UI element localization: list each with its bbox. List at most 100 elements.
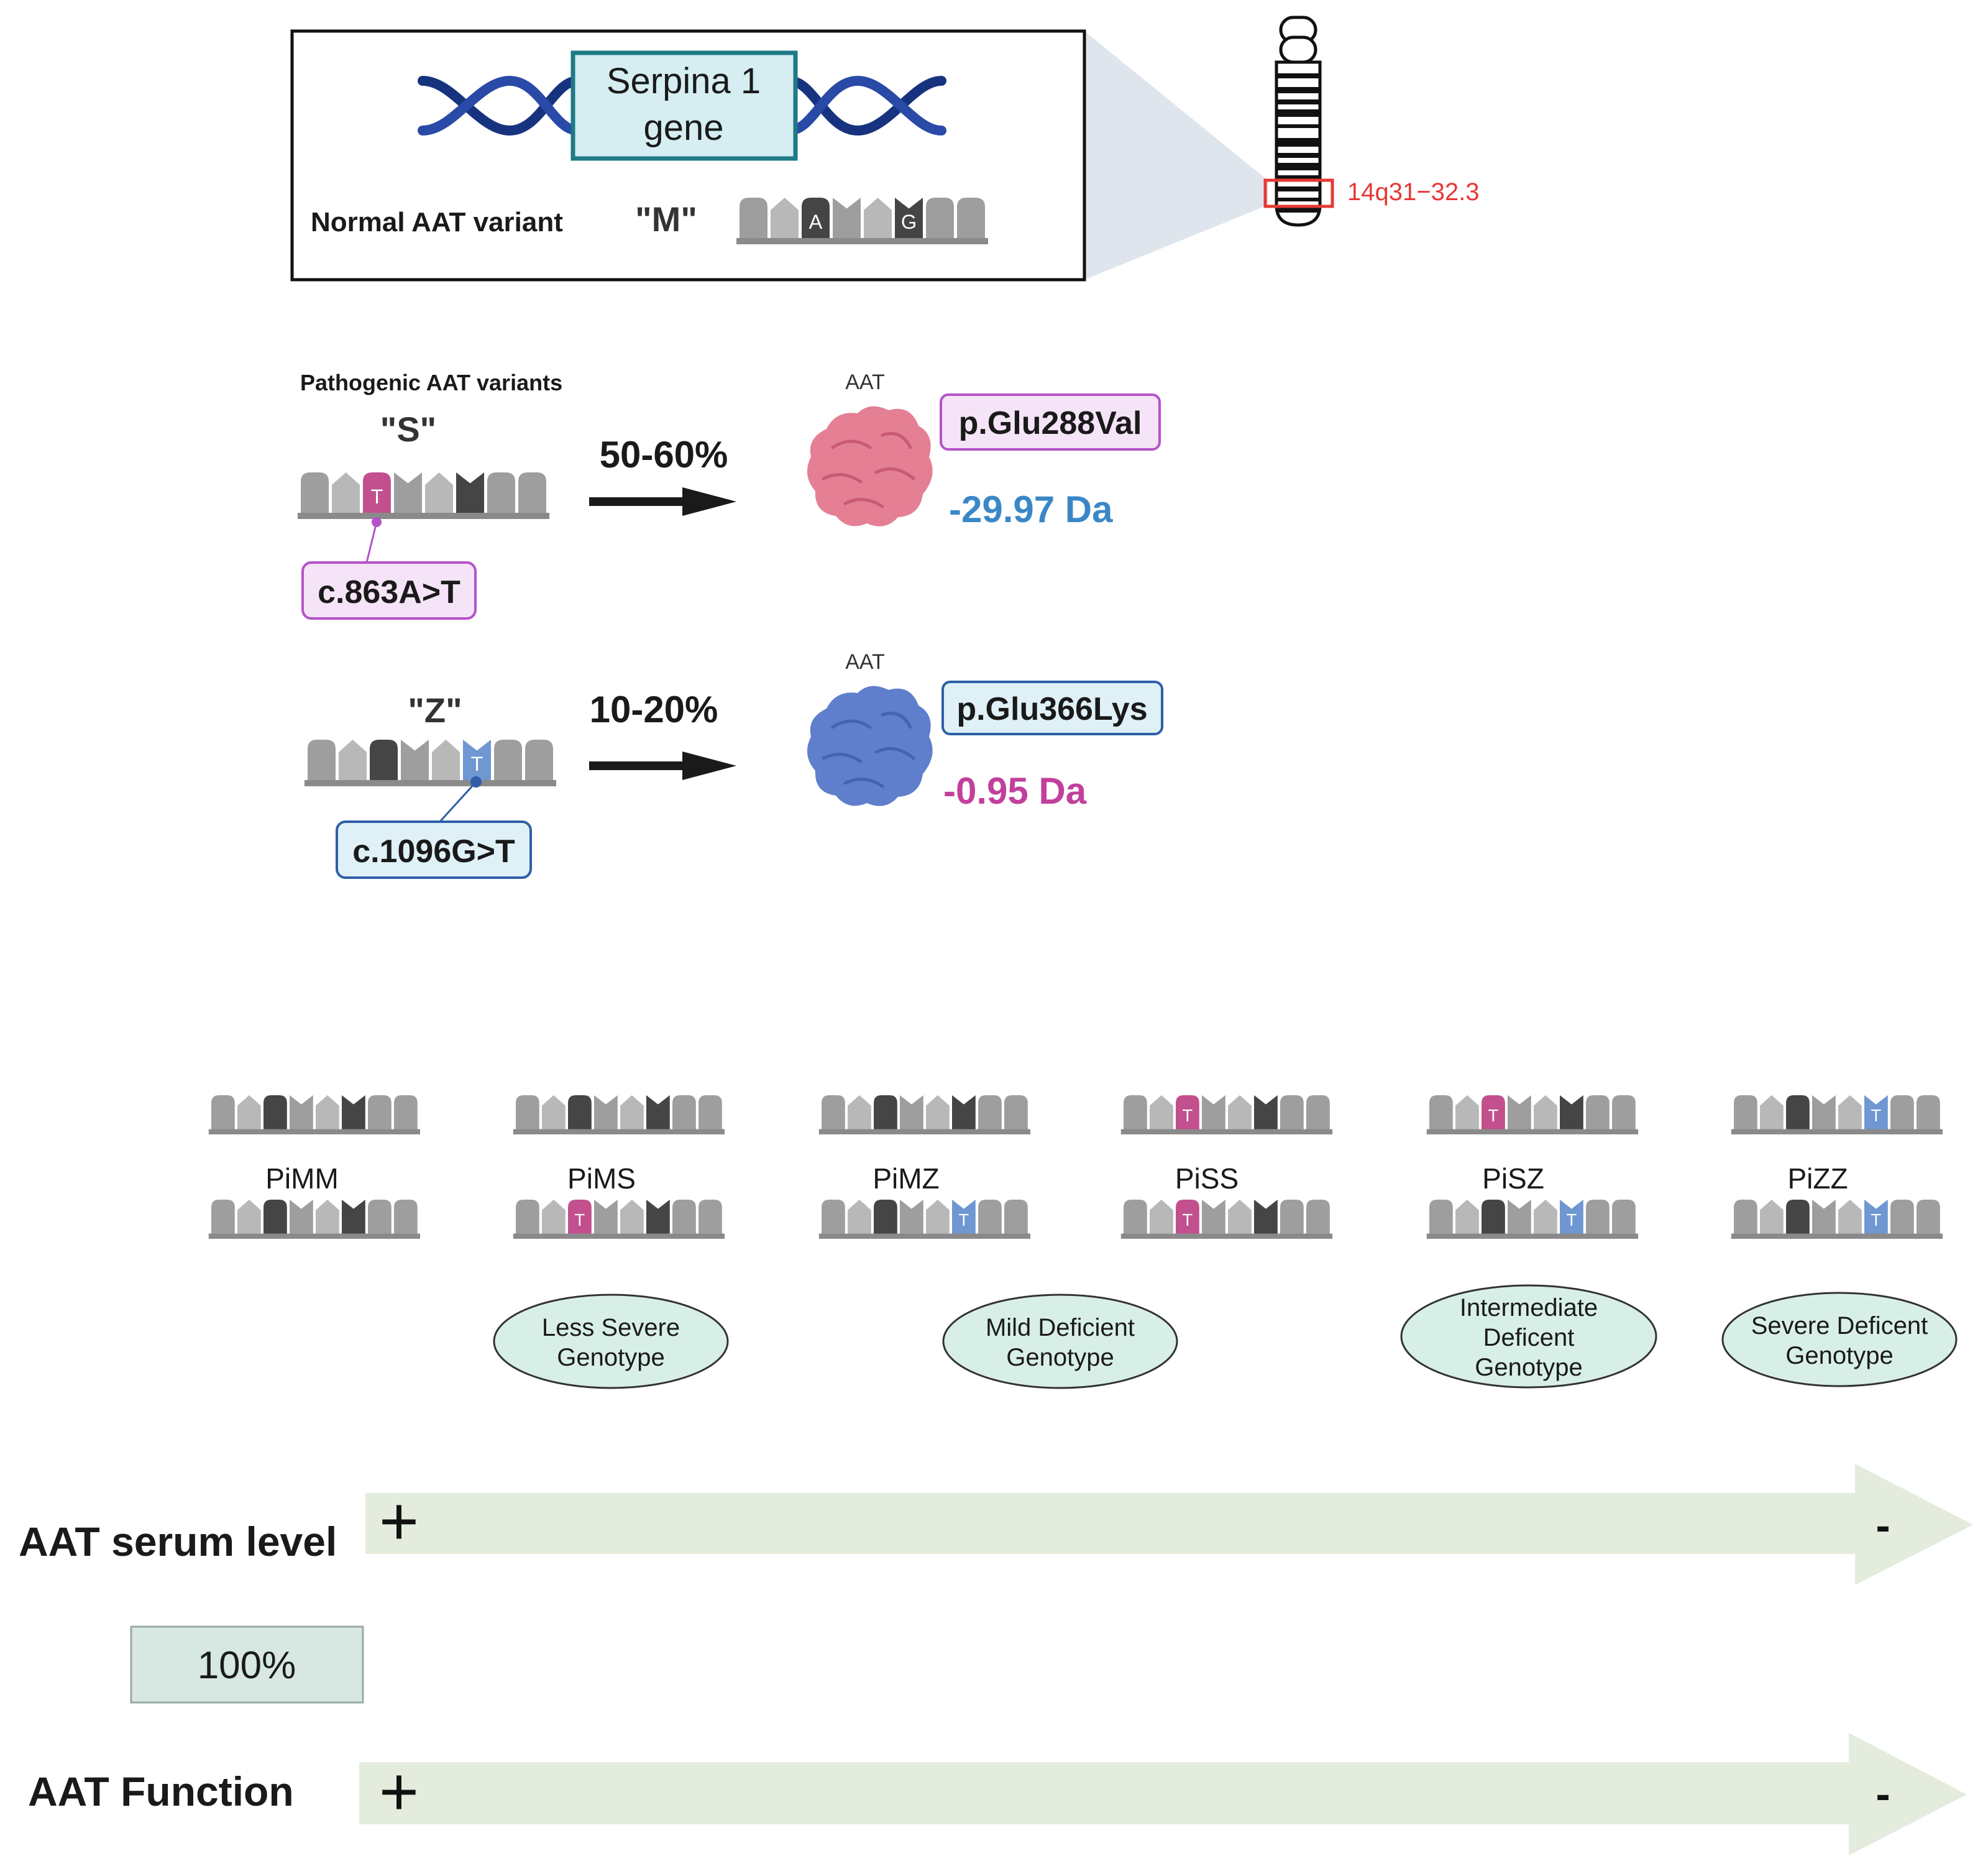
allele-base: [316, 1095, 339, 1132]
allele-base: [237, 1095, 261, 1132]
genotype-name: PiMM: [265, 1162, 339, 1195]
severity-text: Genotype: [1785, 1342, 1893, 1369]
allele-base: [1586, 1200, 1610, 1236]
allele-base: [339, 740, 367, 783]
allele-base: [1004, 1200, 1028, 1236]
allele-base: [211, 1200, 235, 1236]
allele-base: [1482, 1200, 1505, 1236]
genotype-bottom-allele: T: [1426, 1200, 1638, 1239]
z-arrow-icon: [589, 751, 736, 780]
allele-base: [699, 1200, 722, 1236]
allele-base: [874, 1200, 897, 1236]
allele-base: [1228, 1095, 1252, 1132]
allele-base: [646, 1095, 670, 1132]
z-allele: T: [305, 740, 556, 786]
genotype-bottom-allele: T: [1120, 1200, 1332, 1239]
allele-base: [1254, 1095, 1278, 1132]
allele-backbone: [208, 1129, 420, 1134]
severity-text: Mild Deficient: [986, 1314, 1135, 1341]
mutant-base-letter: T: [371, 485, 383, 508]
z-mutation-label: c.1096G>T: [352, 834, 515, 870]
mutant-base-letter: T: [471, 753, 483, 775]
allele-base: [978, 1200, 1002, 1236]
genotype-top-allele: T: [1120, 1095, 1332, 1134]
allele-base: [1612, 1095, 1636, 1132]
allele-base: [1917, 1200, 1940, 1236]
severity-text: Less Severe: [542, 1314, 680, 1341]
normal-variant-label: Normal AAT variant: [311, 207, 563, 237]
function-minus: -: [1876, 1770, 1890, 1818]
allele-backbone: [1120, 1233, 1332, 1239]
genotype-pims: T PiMS: [513, 1095, 725, 1239]
s-protein-change-tag: [940, 393, 1161, 451]
s-mutation-leader: [365, 522, 378, 563]
allele-base: [1612, 1200, 1636, 1236]
allele-base: [1004, 1095, 1028, 1132]
s-percent-label: 50-60%: [600, 434, 728, 476]
mutant-base-letter: T: [959, 1210, 969, 1229]
mutant-base-letter: T: [1871, 1210, 1882, 1229]
genotype-name: PiMS: [567, 1162, 636, 1195]
allele-base: [518, 472, 546, 516]
allele-base: [1534, 1200, 1557, 1236]
s-protein-icon: [807, 406, 933, 526]
genotype-top-allele: T: [1426, 1095, 1638, 1134]
z-variant-code: "Z": [408, 691, 462, 730]
pathogenic-heading: Pathogenic AAT variants: [300, 370, 562, 395]
allele-base: [401, 740, 429, 783]
genotype-top-allele: [818, 1095, 1030, 1134]
allele-base: [516, 1095, 539, 1132]
locus-highlight: [1263, 178, 1334, 208]
allele-backbone: [513, 1233, 725, 1239]
chromosome-locus-label: 14q31−32.3: [1347, 178, 1479, 206]
function-label: AAT Function: [28, 1768, 294, 1814]
allele-base: [308, 740, 336, 783]
serum-minus: -: [1876, 1501, 1890, 1550]
allele-base: [594, 1200, 618, 1236]
allele-base: [487, 472, 515, 516]
gene-box: [570, 50, 798, 161]
s-variant-code: "S": [380, 410, 436, 449]
allele-base: [394, 472, 422, 516]
allele-base: [1306, 1200, 1330, 1236]
allele-base: [1254, 1200, 1278, 1236]
serum-level-label: AAT serum level: [19, 1519, 337, 1565]
allele-base: [740, 198, 767, 241]
allele-base: [672, 1200, 696, 1236]
z-variant-row: "Z" T c.1096G>T 10-20% AAT p.Glu366Lys -…: [305, 650, 1163, 879]
severity-text: Deficent: [1483, 1324, 1575, 1351]
allele-backbone: [1731, 1129, 1943, 1134]
allele-base: [516, 1200, 539, 1236]
allele-base: [1455, 1200, 1479, 1236]
severity-text: Severe Deficent: [1751, 1312, 1928, 1339]
allele-base: [952, 1095, 976, 1132]
allele-base: [394, 1200, 418, 1236]
allele-backbone: [1426, 1129, 1638, 1134]
genotype-top-allele: [208, 1095, 420, 1134]
mutant-base-letter: T: [575, 1210, 585, 1229]
allele-base: [525, 740, 553, 783]
allele-base: [1812, 1095, 1836, 1132]
allele-base: [1124, 1200, 1147, 1236]
allele-base: [1508, 1095, 1531, 1132]
allele-base: [978, 1095, 1002, 1132]
allele-base: [1760, 1200, 1784, 1236]
allele-base: [368, 1095, 392, 1132]
allele-base: [1917, 1095, 1940, 1132]
allele-base: [237, 1200, 261, 1236]
allele-base: [290, 1095, 313, 1132]
s-protein-label: AAT: [845, 370, 885, 394]
allele-base: [926, 1200, 950, 1236]
serum-level-scale: AAT serum level + -: [19, 1464, 1973, 1585]
allele-base: [494, 740, 522, 783]
allele-base: [332, 472, 360, 516]
allele-base: [425, 472, 453, 516]
genotype-top-allele: [513, 1095, 725, 1134]
allele-base: [1890, 1095, 1914, 1132]
allele-base: [672, 1095, 696, 1132]
allele-base: [1455, 1095, 1479, 1132]
z-protein-label: AAT: [845, 650, 885, 674]
